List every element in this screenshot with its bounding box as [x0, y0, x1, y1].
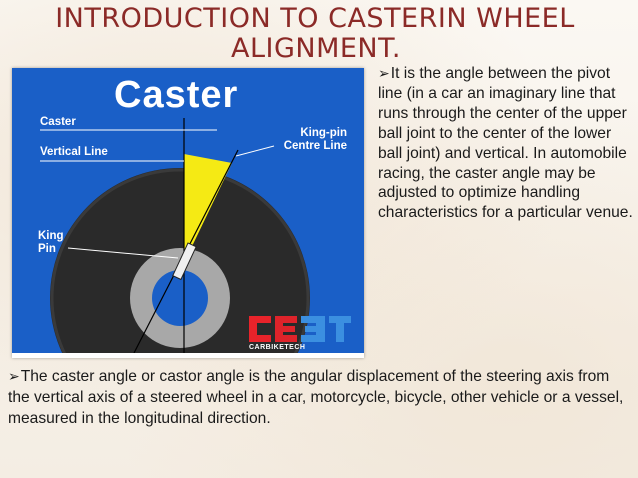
tire-edge [50, 168, 310, 353]
king-pin-pointer-line [67, 247, 179, 259]
label-kingpin-centre-line-1: King-pin [300, 127, 347, 139]
bullet-arrow-icon: ➢ [378, 65, 390, 81]
slide-title-line-1: INTRODUCTION TO CASTERIN WHEEL [55, 3, 575, 34]
king-pin-shape [172, 242, 197, 281]
label-king-pin-1: King [38, 230, 64, 242]
logo-3-shape [301, 316, 325, 342]
side-paragraph-text: It is the angle between the pivot line (… [378, 65, 633, 222]
bottom-paragraph: ➢The caster angle or castor angle is the… [8, 366, 634, 430]
carbiketech-logo [249, 316, 351, 342]
logo-b-shape [275, 316, 297, 342]
label-king-pin-2: Pin [38, 243, 56, 255]
hub-shape [152, 270, 208, 326]
label-caster: Caster [40, 116, 76, 128]
logo-c-shape [249, 316, 271, 342]
logo-caption: CARBIKETECH [249, 344, 306, 351]
bullet-arrow-icon: ➢ [8, 368, 20, 384]
logo-t-shape [329, 316, 351, 342]
figure-title: Caster [114, 74, 239, 116]
caster-diagram-drawing [40, 118, 310, 353]
caster-diagram: Caster Caster Vertical Line King-pin Cen… [12, 68, 364, 353]
kingpin-centre-pointer-line [235, 145, 275, 157]
label-vertical-line: Vertical Line [40, 146, 108, 158]
side-paragraph: ➢It is the angle between the pivot line … [378, 64, 633, 223]
label-king-pin: King Pin [38, 230, 64, 256]
slide-title-line-2: ALIGNMENT. [230, 33, 402, 64]
label-kingpin-centre-line: King-pin Centre Line [272, 127, 347, 153]
bottom-paragraph-text: The caster angle or castor angle is the … [8, 368, 624, 427]
label-kingpin-centre-line-2: Centre Line [283, 140, 347, 152]
